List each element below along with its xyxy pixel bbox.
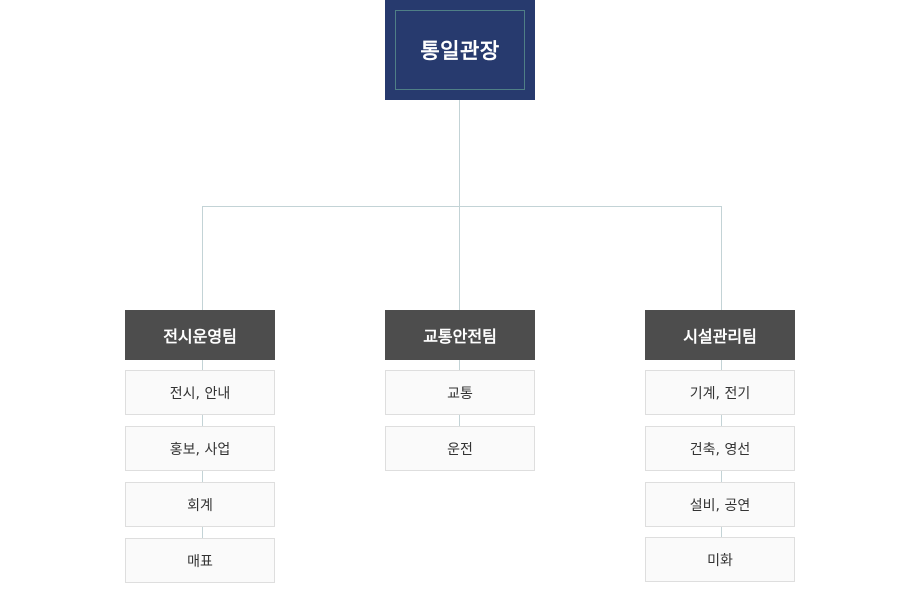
team-node-traffic: 교통안전팀 [385,310,535,360]
team-node-facility: 시설관리팀 [645,310,795,360]
task-box: 설비, 공연 [645,482,795,527]
branch-line-center [459,206,460,310]
task-box: 회계 [125,482,275,527]
branch-horizontal-line [202,206,722,207]
root-node-label: 통일관장 [395,10,525,90]
task-box: 건축, 영선 [645,426,795,471]
task-box: 운전 [385,426,535,471]
task-box: 홍보, 사업 [125,426,275,471]
task-box: 교통 [385,370,535,415]
task-box: 전시, 안내 [125,370,275,415]
root-node: 통일관장 [385,0,535,100]
task-box: 미화 [645,537,795,582]
root-connector-line [459,100,460,207]
branch-line-left [202,206,203,310]
team-node-exhibition: 전시운영팀 [125,310,275,360]
branch-line-right [721,206,722,310]
task-box: 기계, 전기 [645,370,795,415]
task-box: 매표 [125,538,275,583]
